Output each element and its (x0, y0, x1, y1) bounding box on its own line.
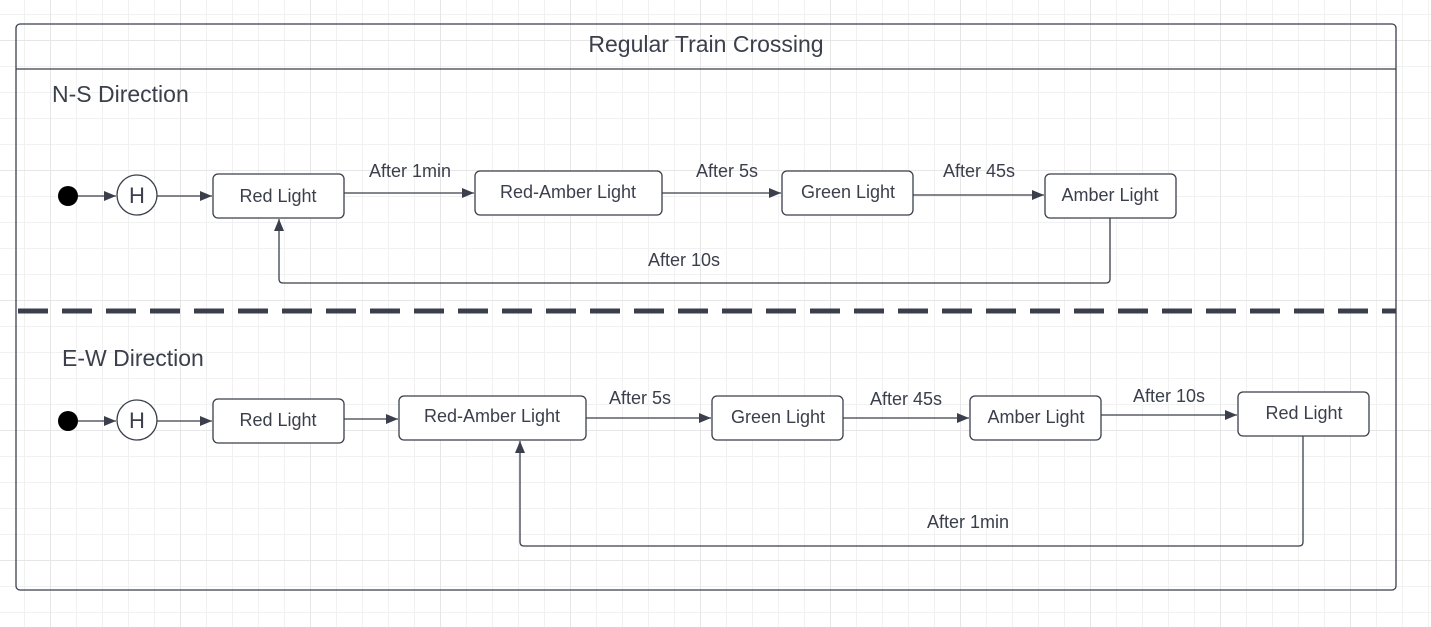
ew-transition-label-1: After 5s (609, 388, 671, 408)
ns-state-red-light: Red Light (212, 173, 345, 219)
ew-state-amber-light: Amber Light (969, 395, 1102, 441)
ns-transition-label-3: After 45s (943, 161, 1015, 181)
svg-text:Green Light: Green Light (801, 182, 895, 202)
ns-region-label: N-S Direction (52, 81, 189, 107)
svg-text:Red-Amber Light: Red-Amber Light (424, 406, 560, 426)
ns-initial-state-icon (58, 186, 78, 206)
diagram-frame (15, 23, 1397, 591)
svg-text:Red Light: Red Light (239, 410, 316, 430)
ew-transition-label-4: After 1min (927, 512, 1009, 532)
diagram-title: Regular Train Crossing (588, 31, 823, 57)
ns-history-state: H (116, 174, 158, 216)
svg-text:Red Light: Red Light (1265, 403, 1342, 423)
svg-text:Red Light: Red Light (239, 186, 316, 206)
ew-history-state: H (116, 399, 158, 441)
ew-history-label: H (129, 408, 145, 433)
svg-text:Green Light: Green Light (731, 407, 825, 427)
svg-text:Amber Light: Amber Light (1061, 185, 1158, 205)
svg-text:Red-Amber Light: Red-Amber Light (500, 182, 636, 202)
ew-transition-arrow-4 (515, 436, 1304, 547)
ns-history-icon (116, 174, 158, 216)
svg-text:Amber Light: Amber Light (987, 407, 1084, 427)
ew-transition-label-2: After 45s (870, 389, 942, 409)
ns-transition-label-1: After 1min (369, 161, 451, 181)
ew-state-red-amber-light: Red-Amber Light (398, 395, 587, 441)
ew-state-green-light: Green Light (711, 395, 844, 441)
ew-transition-label-3: After 10s (1133, 386, 1205, 406)
ns-transition-label-4: After 10s (648, 250, 720, 270)
ns-state-amber-light: Amber Light (1044, 173, 1177, 219)
ns-state-red-amber-light: Red-Amber Light (474, 170, 663, 216)
ew-initial-state-icon (58, 411, 78, 431)
ew-region-label: E-W Direction (62, 345, 204, 371)
ns-transition-label-2: After 5s (696, 161, 758, 181)
ew-history-icon (116, 399, 158, 441)
ns-state-green-light: Green Light (781, 170, 914, 216)
ew-state-red-light-1: Red Light (212, 398, 345, 444)
ew-state-red-light-2: Red Light (1237, 391, 1370, 437)
ns-history-label: H (129, 183, 145, 208)
ns-transition-arrow-4 (274, 218, 1111, 284)
